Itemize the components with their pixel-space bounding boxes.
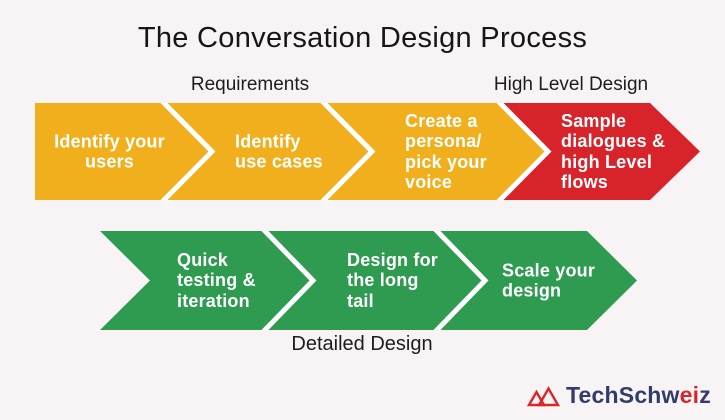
page-title: The Conversation Design Process xyxy=(137,22,588,54)
phase-label-detailed-design: Detailed Design xyxy=(291,333,433,355)
step-label-identify-use-cases: Identify use cases xyxy=(235,130,323,172)
logo-text-accent: ei xyxy=(679,381,700,408)
step-label-scale-design: Scale your design xyxy=(502,259,596,301)
step-label-quick-testing: Quick testing & iteration xyxy=(177,249,256,311)
phase-label-requirements: Requirements xyxy=(190,74,310,95)
arrow-divider xyxy=(433,231,489,330)
step-label-sample-dialogues: Sample dialogues & high Level flows xyxy=(561,110,666,193)
step-arrow-sample-dialogues xyxy=(498,103,700,200)
mountains-icon xyxy=(527,386,561,407)
logo-text-prefix: TechSchw xyxy=(566,381,680,408)
logo-wordmark: TechSchweiz xyxy=(566,382,711,409)
logo-text-suffix: z xyxy=(699,381,711,408)
step-label-identify-users: Identify your users xyxy=(54,130,165,172)
arrow-divider xyxy=(160,103,216,200)
arrow-band-top xyxy=(35,103,700,200)
step-arrow-quick-testing xyxy=(100,231,313,330)
process-row-bottom: Quick testing & iteration Design for the… xyxy=(100,231,637,330)
process-row-top: Identify your users Identify use cases C… xyxy=(35,103,700,200)
step-arrow-identify-use-cases xyxy=(162,103,372,200)
arrow-divider xyxy=(261,231,317,330)
phase-label-high-level-design: High Level Design xyxy=(493,74,649,95)
arrow-band-bottom xyxy=(100,231,637,330)
techschweiz-logo: TechSchweiz xyxy=(527,382,711,408)
step-label-design-long-tail: Design for the long tail xyxy=(347,249,439,311)
step-arrow-design-long-tail xyxy=(263,231,485,330)
arrow-divider xyxy=(320,103,376,200)
step-label-create-persona: Create a persona/ pick your voice xyxy=(405,110,487,193)
step-arrow-scale-design xyxy=(435,231,637,330)
step-arrow-create-persona xyxy=(322,103,548,200)
step-arrow-identify-users xyxy=(35,103,212,200)
arrow-divider xyxy=(496,103,552,200)
